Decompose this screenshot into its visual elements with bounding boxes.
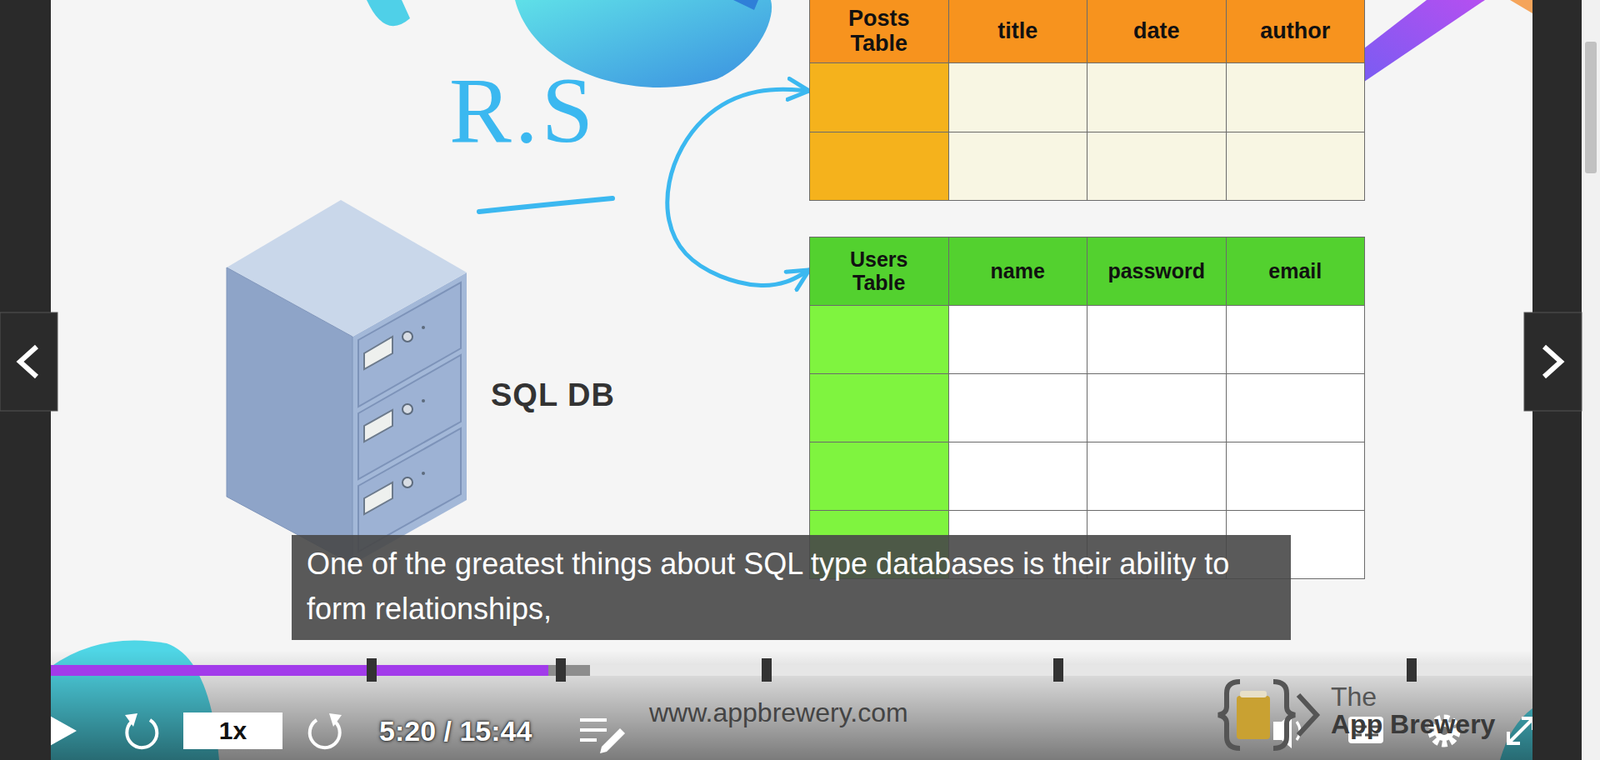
column-header: password [1107,260,1205,284]
table-cell [810,63,950,133]
scrollbar-thumb [1585,41,1597,174]
table-cell [949,442,1089,511]
table-cell [810,305,950,375]
users-table: Users Table name password email [809,236,1365,580]
table-cell [949,132,1089,201]
table-cell [1087,63,1227,133]
column-header: title [997,19,1038,45]
table-cell [1226,132,1366,201]
table-name: Users Table [833,248,925,295]
column-header: name [990,260,1045,284]
table-header-cell: author [1226,0,1366,64]
table-name: Posts Table [833,6,925,56]
table-cell [1087,305,1227,375]
table-cell [1087,374,1227,443]
table-header-cell: email [1226,237,1366,306]
decor-ribbon [1364,0,1485,82]
table-cell [1087,442,1227,511]
nav-chevron [1544,346,1561,377]
filing-cabinet [226,200,467,565]
table-cell [1226,63,1366,133]
table-cell [810,374,950,443]
column-header: email [1268,260,1322,284]
table-cell [949,374,1089,443]
decor-ribbon [1510,0,1533,14]
table-header-cell: Users Table [810,237,950,306]
table-header-cell: Posts Table [810,0,950,64]
database-label: SQL DB [490,376,615,415]
handwritten-underline [479,198,613,212]
logo-text: The [1330,681,1377,712]
handwritten-note: R.S [449,63,597,157]
decor-blob [366,0,410,26]
column-header: author [1260,19,1330,45]
nav-button [0,312,58,411]
nav-chevron [20,346,37,377]
table-header-cell: date [1087,0,1227,64]
column-header: date [1133,19,1180,45]
table-cell [1226,305,1366,375]
table-cell [949,63,1089,133]
table-header-cell: title [949,0,1089,64]
decor-blob [733,0,759,10]
table-cell [810,132,950,201]
nav-button [1524,312,1582,411]
logo-text: App Brewery [1330,709,1495,740]
posts-table: Posts Table title date author [809,0,1365,201]
progress-bar [25,658,1556,682]
table-cell [1087,132,1227,201]
relationship-arrow [667,89,810,285]
subtitle-caption: One of the greatest things about SQL typ… [291,535,1291,640]
website-url: www.appbrewery.com [649,696,909,729]
logo-mark [1218,681,1317,749]
table-cell [810,442,950,511]
time-display: 5:20 / 15:44 [379,714,532,748]
table-cell [1226,442,1366,511]
table-cell [949,305,1089,375]
table-cell [1226,374,1366,443]
table-header-cell: name [949,237,1089,306]
table-header-cell: password [1087,237,1227,306]
speed-button: 1x [183,712,283,750]
scrollbar-track [1581,0,1600,760]
